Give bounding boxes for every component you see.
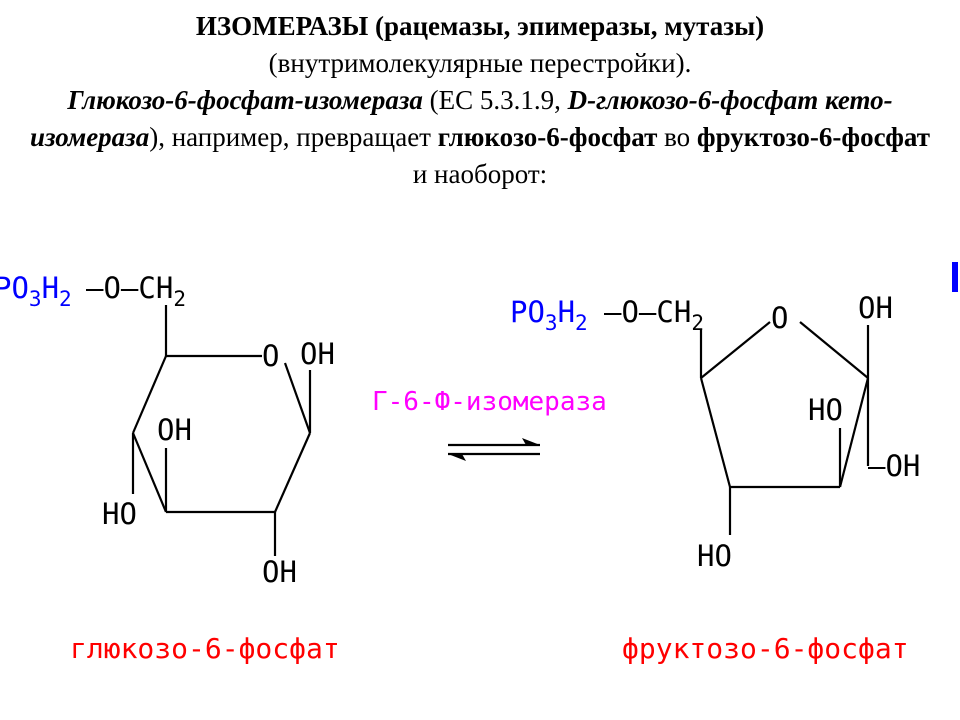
fructose-ho-bottom: HO: [697, 539, 732, 573]
fructose-bond-c4-c5: [699, 377, 732, 488]
fructose-oh-ch2: —OH: [868, 449, 920, 483]
glucose-bond-o-c1: [283, 362, 312, 434]
header-text: ИЗОМЕРАЗЫ (рацемазы, эпимеразы, мутазы) …: [0, 8, 960, 193]
glucose-bond-c3-c4: [131, 432, 168, 513]
tail-text: и наоборот:: [412, 159, 548, 189]
ec-number: (ЕС 5.3.1.9,: [422, 85, 568, 115]
enzyme-alt-name: D-глюкозо-6-фосфат кето-изомераза: [30, 85, 893, 152]
fructose-caption: фруктозо-6-фосфат: [622, 632, 909, 665]
reverse-arrowhead-icon: [448, 454, 466, 461]
fructose-phosphate-label: PO3H2: [510, 295, 588, 335]
glucose-bond-c4-c5: [131, 355, 168, 434]
fructose-bond-c5-o: [700, 321, 771, 379]
substrate-name: глюкозо-6-фосфат: [437, 122, 658, 152]
header-line3: Глюкозо-6-фосфат-изомераза (ЕС 5.3.1.9, …: [0, 82, 960, 193]
glucose-chain-label: —O—CH2: [86, 271, 186, 311]
title-isomerases: ИЗОМЕРАЗЫ (рацемазы, эпимеразы, мутазы): [195, 11, 765, 41]
fructose-structure: PO3H2 —O—CH2 O OH —OH HO HO фруктозо-6-ф…: [510, 291, 920, 665]
header-line2: (внутримолекулярные перестройки).: [268, 48, 692, 78]
product-name: фруктозо-6-фосфат: [696, 122, 930, 152]
glucose-bond-c1-c2: [273, 432, 312, 513]
enzyme-name: Глюкозо-6-фосфат-изомераза: [67, 85, 423, 115]
fructose-chain-label: —O—CH2: [604, 295, 704, 335]
fructose-oh-anomeric: OH: [858, 291, 893, 325]
glucose-oh-c1: OH: [300, 337, 335, 371]
fructose-ho-c3: HO: [808, 393, 843, 427]
glucose-ring-oxygen: O: [262, 339, 279, 373]
fructose-bond-c2-c3: [838, 377, 870, 488]
reaction-arrow-group: Г-6-Ф-изомераза: [372, 387, 607, 461]
glucose-phosphate-label: PO3H2: [0, 271, 72, 311]
glucose-oh-c2: OH: [262, 555, 297, 589]
transition-text: ), например, превращает: [149, 122, 438, 152]
enzyme-label: Г-6-Ф-изомераза: [372, 387, 607, 417]
glucose-ho-c3: HO: [102, 497, 137, 531]
fructose-bond-o-c2: [799, 321, 869, 379]
glucose-caption: глюкозо-6-фосфат: [70, 632, 340, 665]
glucose-oh-c4: OH: [157, 413, 192, 447]
glucose-structure: PO3H2 —O—CH2 O OH OH OH HO глюкозо-6-фос…: [0, 271, 340, 665]
header-line1: ИЗОМЕРАЗЫ (рацемазы, эпимеразы, мутазы): [0, 8, 960, 45]
forward-arrowhead-icon: [522, 438, 540, 445]
fructose-ring-oxygen: O: [771, 301, 788, 335]
word-to: во: [657, 122, 697, 152]
clipped-phosphate-fragment: [952, 262, 958, 292]
